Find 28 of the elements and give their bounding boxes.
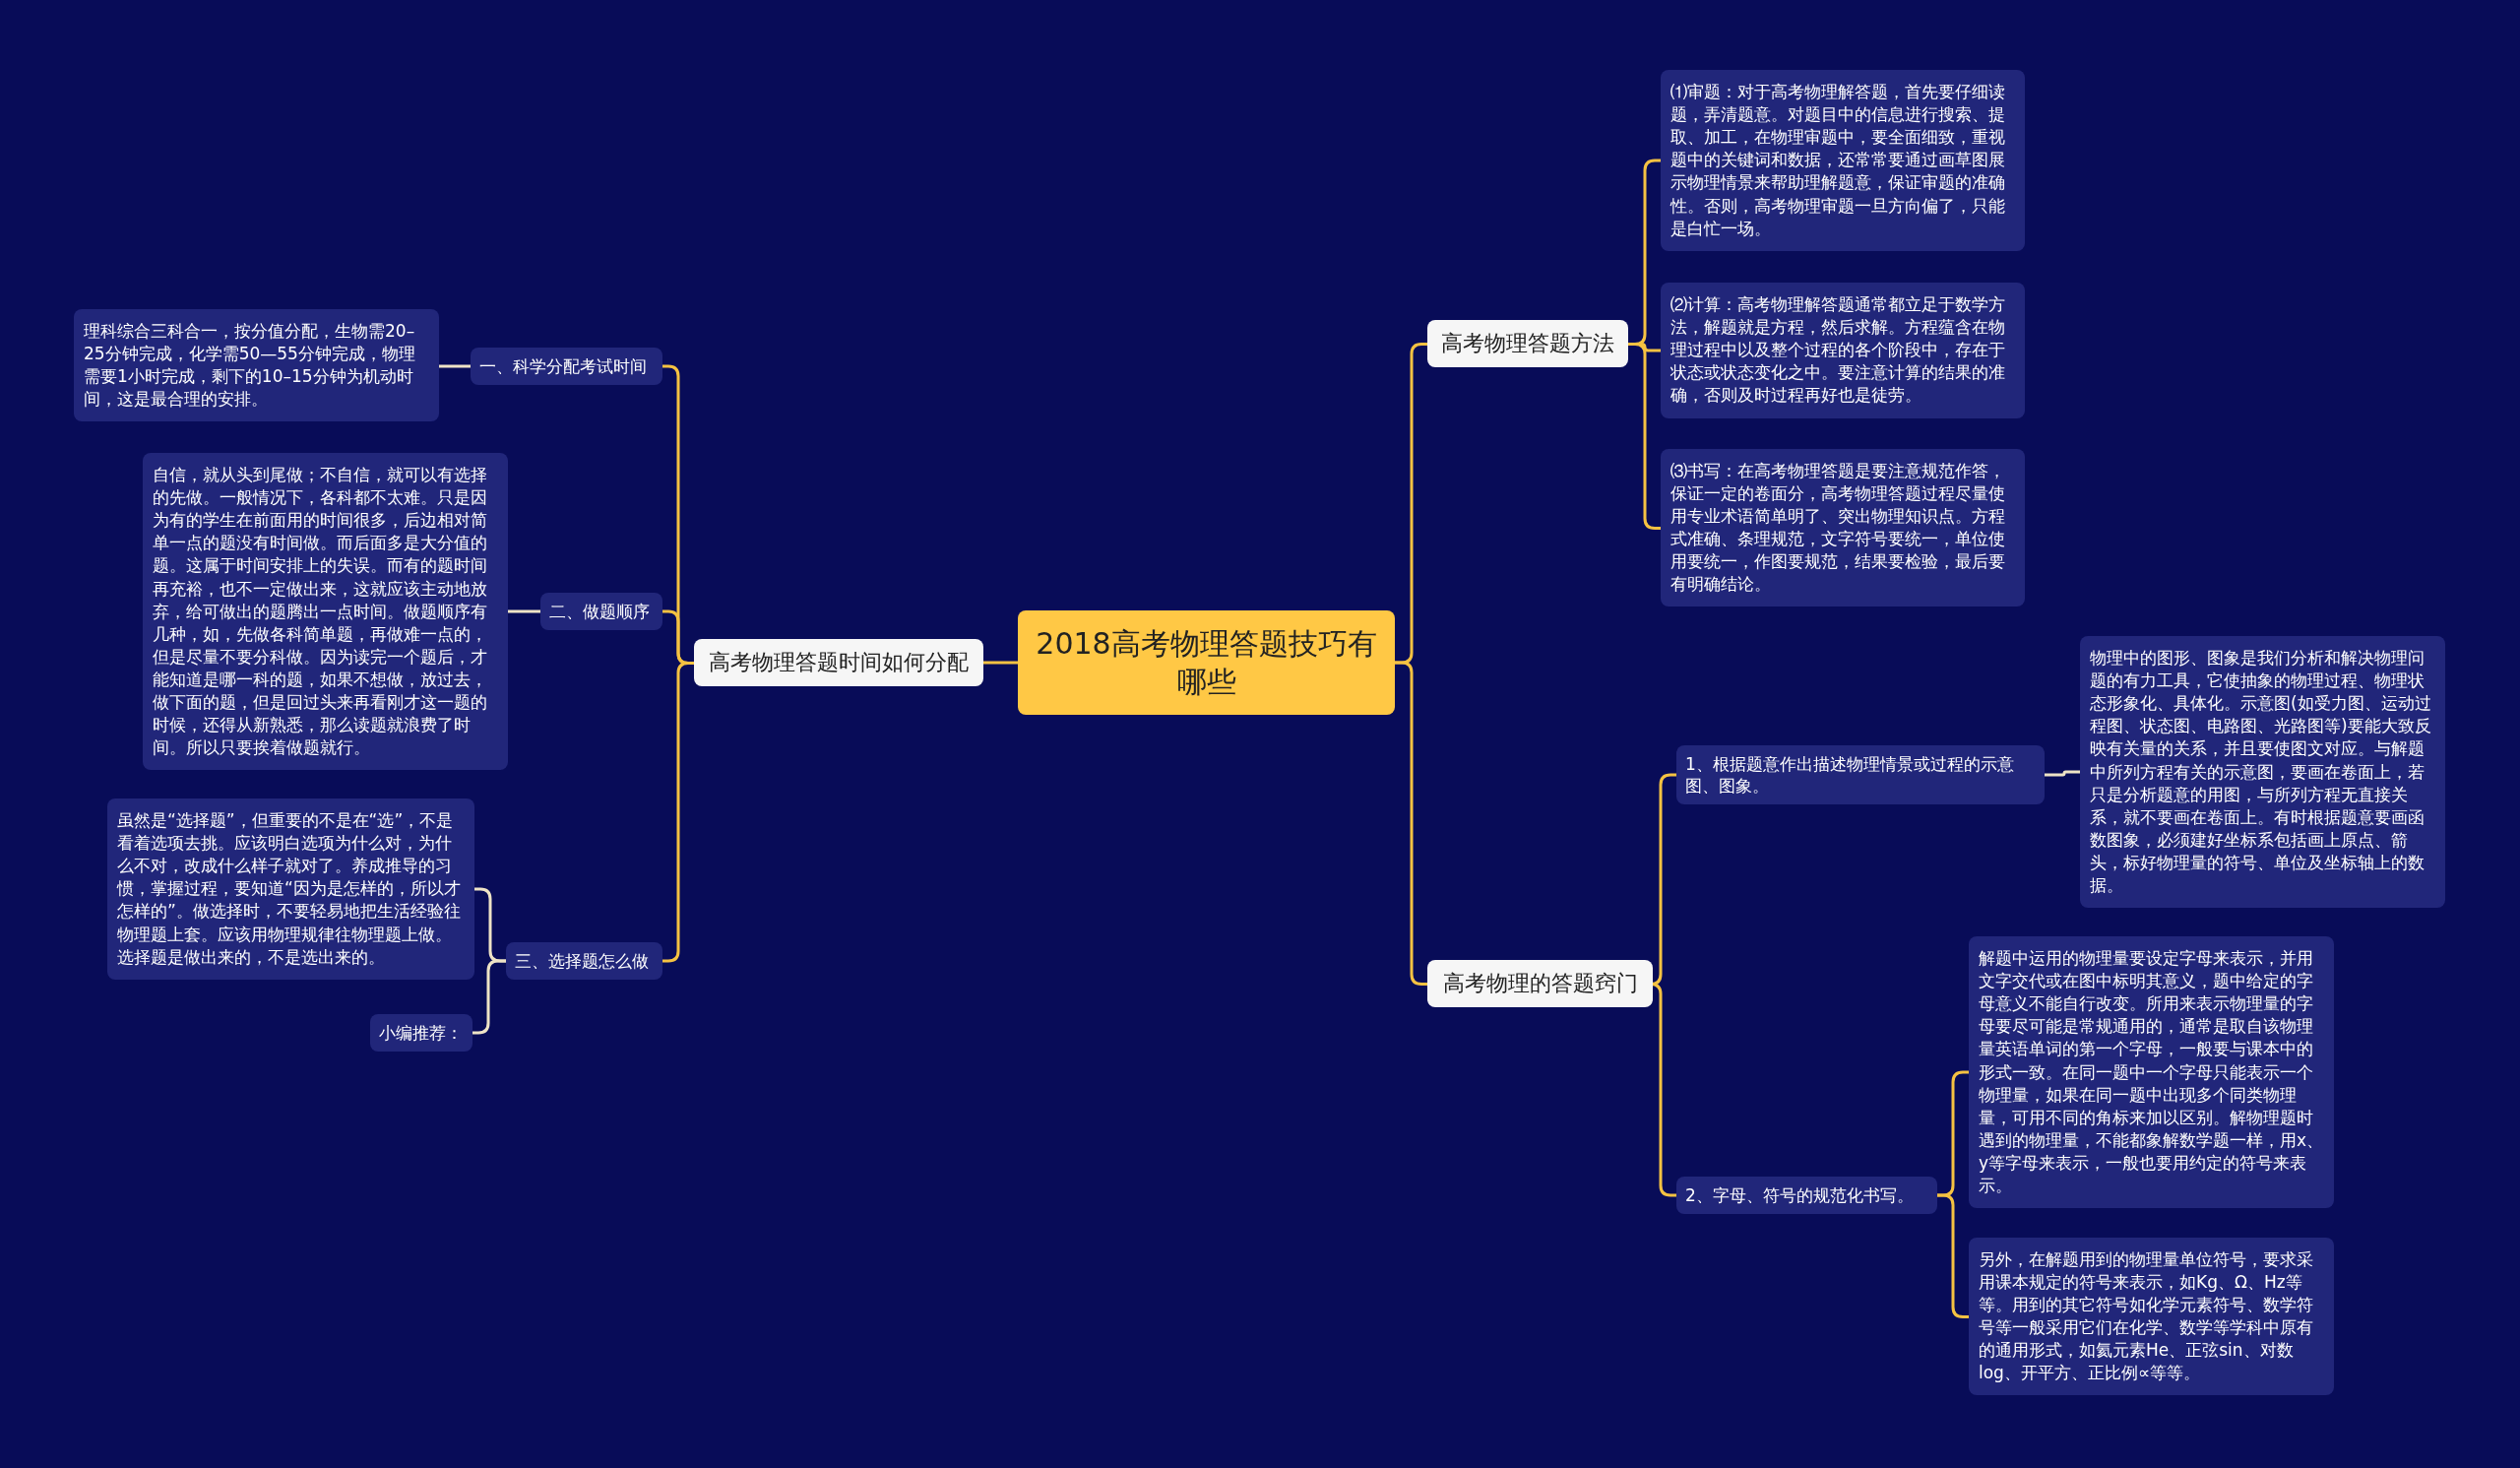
subtopic: 二、做题顺序 [540,593,662,631]
note-card: 物理中的图形、图象是我们分析和解决物理问题的有力工具，它使抽象的物理过程、物理状态形象化、具体化。示意图(如受力图、运动过程图、状态图、电路图、光路图等)要能大致反映有关量的关系，并且要使图文对应。与解题中所列方程有关的示意图，要画在卷面上，若只是分析题意的用图，与所列方程无直接关系，就不要画在卷面上。有时根据题意要画函数图象，必须建好坐标系包括画上原点、箭头，标好物理量的符号、单位及坐标轴上的数据。 [2080,636,2445,909]
connector-line [1937,1193,1969,1318]
note-card: 虽然是“选择题”，但重要的不是在“选”，不是看着选项去挑。应该明白选项为什么对，为什么不对，改成什么样子就对了。养成推导的习惯，掌握过程，要知道“因为是怎样的，所以才怎样的”。做选择时，不要轻易地把生活经验往物理题上套。应该用物理规律往物理题上做。选择题是做出来的，不是选出来的。 [107,798,474,980]
connector-line [508,609,540,613]
subtopic: 小编推荐： [370,1014,472,1053]
connector-line [2045,770,2080,777]
connector-line [1395,661,1427,986]
note-card: 理科综合三科合一，按分值分配，生物需20–25分钟完成，化学需50—55分钟完成，物理需要1小时完成，剩下的10–15分钟为机动时间，这是最合理的安排。 [74,309,439,422]
connector-line [472,959,506,1035]
subtopic: 一、科学分配考试时间 [471,348,662,386]
connector-line [1628,343,1661,530]
connector-line [662,662,694,963]
subtopic: 1、根据题意作出描述物理情景或过程的示意图、图象。 [1676,745,2045,805]
connector-line [439,364,471,368]
subtopic: 2、字母、符号的规范化书写。 [1676,1177,1937,1215]
branch-topic: 高考物理答题时间如何分配 [694,638,983,687]
note-card: ⑶书写：在高考物理答题是要注意规范作答，保证一定的卷面分，高考物理答题过程尽量使用专业术语简单明了、突出物理知识点。方程式准确、条理规范，文字符号要统一，单位使用要统一，作图要规范，结果要检验，最后要有明确结论。 [1661,448,2025,607]
connector-line [983,661,1018,665]
subtopic: 三、选择题怎么做 [506,942,662,981]
note-card: ⑵计算：高考物理解答题通常都立足于数学方法，解题就是方程，然后求解。方程蕴含在物理过程中以及整个过程的各个阶段中，存在于状态或状态变化之中。要注意计算的结果的准确，否则及时过程再好也是徒劳。 [1661,283,2025,418]
central-topic: 2018高考物理答题技巧有哪些 [1018,610,1395,715]
note-card: ⑴审题：对于高考物理解答题，首先要仔细读题，弄清题意。对题目中的信息进行搜索、提取、加工，在物理审题中，要全面细致，重视题中的关键词和数据，还常常要通过画草图展示物理情景来帮助理解题意，保证审题的准确性。否则，高考物理审题一旦方向偏了，只能是白忙一场。 [1661,70,2025,251]
note-card: 解题中运用的物理量要设定字母来表示，并用文字交代或在图中标明其意义，题中给定的字母意义不能自行改变。所用来表示物理量的字母要尽可能是常规通用的，通常是取自该物理量英语单词的第一个字母，一般要与课本中的形式一致。在同一题中一个字母只能表示一个物理量，如果在同一题中出现多个同类物理量，可用不同的角标来加以区别。解物理题时遇到的物理量，不能都象解数学题一样，用x、y等字母来表示，一般也要用约定的符号来表示。 [1969,936,2334,1209]
note-card: 另外，在解题用到的物理量单位符号，要求采用课本规定的符号来表示，如Kg、Ω、Hz等等。用到的其它符号如化学元素符号、数学符号等一般采用它们在化学、数学等学科中原有的通用形式，如氦元素He、正弦sin、对数log、开平方、正比例∝等等。 [1969,1237,2334,1396]
branch-topic: 高考物理的答题窍门 [1427,959,1653,1008]
branch-topic: 高考物理答题方法 [1427,319,1628,368]
note-card: 自信，就从头到尾做；不自信，就可以有选择的先做。一般情况下，各科都不太难。只是因为有的学生在前面用的时间很多，后边相对简单一点的题没有时间做。而后面多是大分值的题。这属于时间安排上的失误。而有的题时间再充裕，也不一定做出来，这就应该主动地放弃，给可做出的题腾出一点时间。做题顺序有几种，如，先做各科简单题，再做难一点的，但是尽量不要分科做。因为读完一个题后，才能知道是哪一科的题，如果不想做，放过去，做下面的题，但是回过头来再看刚才这一题的时候，还得从新熟悉，那么读题就浪费了时间。所以只要挨着做题就行。 [143,453,508,771]
